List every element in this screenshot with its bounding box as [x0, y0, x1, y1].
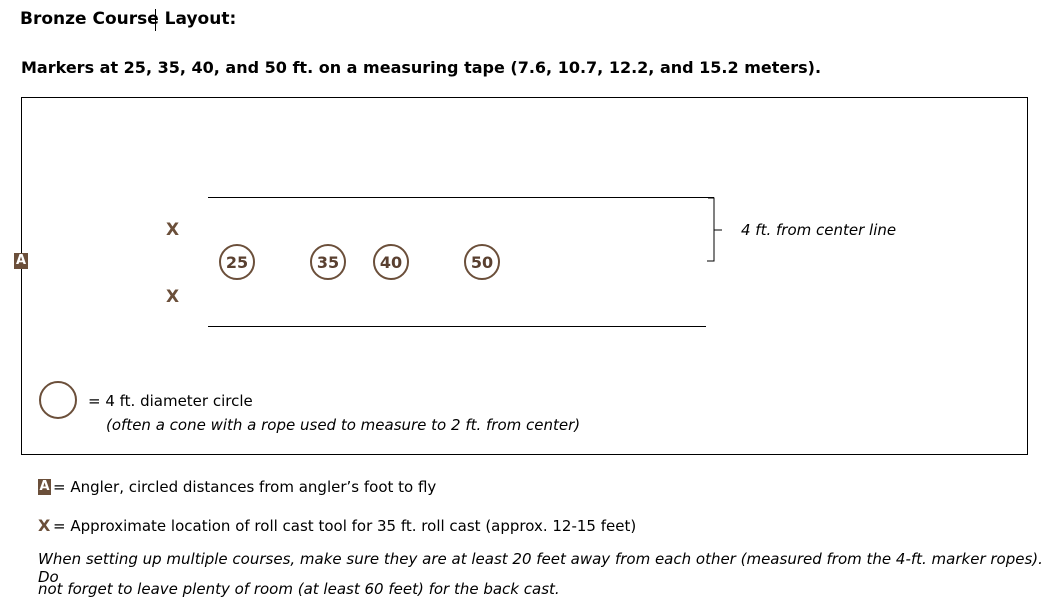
distance-marker-35: 35: [310, 244, 346, 280]
text-cursor: [155, 9, 156, 31]
bracket-icon: [707, 197, 722, 262]
angler-badge: A: [38, 479, 51, 495]
course-diagram-frame: [21, 97, 1028, 455]
x-note-label: X: [38, 516, 51, 535]
x-note: = Approximate location of roll cast tool…: [53, 517, 637, 535]
distance-marker-25: 25: [219, 244, 255, 280]
legend-circle-text: = 4 ft. diameter circle: [88, 392, 253, 410]
distance-marker-40: 40: [373, 244, 409, 280]
marker-rope-bottom: [208, 326, 706, 327]
page-subtitle: Markers at 25, 35, 40, and 50 ft. on a m…: [21, 58, 822, 77]
roll-cast-marker-bottom: X: [166, 287, 180, 307]
angler-note: = Angler, circled distances from angler’…: [53, 478, 437, 496]
multiple-courses-note-line-1: When setting up multiple courses, make s…: [38, 550, 1043, 586]
legend-note: (often a cone with a rope used to measur…: [106, 416, 581, 434]
angler-marker: A: [14, 253, 28, 269]
legend-circle-icon: [39, 381, 77, 419]
distance-marker-50: 50: [464, 244, 500, 280]
bracket-label: 4 ft. from center line: [741, 221, 897, 239]
roll-cast-marker-top: X: [166, 220, 180, 240]
page-title: Bronze Course Layout:: [20, 9, 237, 29]
multiple-courses-note-line-2: not forget to leave plenty of room (at l…: [38, 580, 560, 598]
marker-rope-top: [208, 197, 714, 198]
